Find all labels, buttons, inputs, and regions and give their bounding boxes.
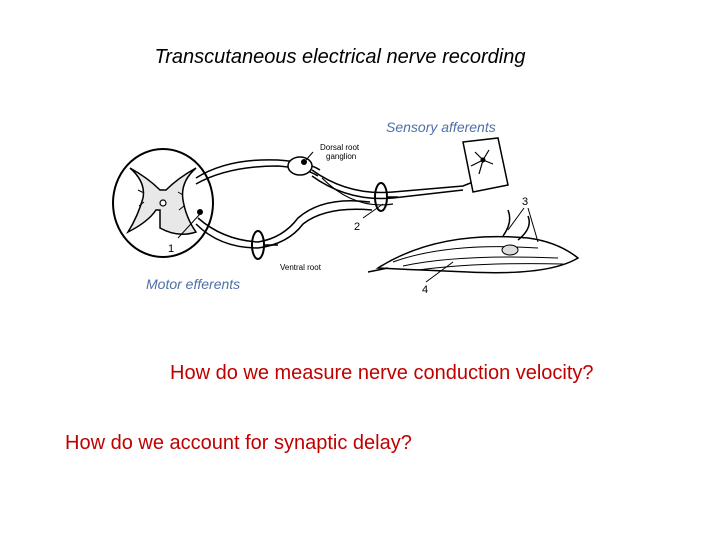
label-number-1: 1	[168, 243, 174, 255]
label-ganglion: ganglion	[326, 152, 356, 161]
muscle	[367, 209, 580, 274]
leader-lines	[177, 151, 539, 283]
sensory-afferents-label: Sensory afferents	[386, 119, 496, 135]
label-number-2: 2	[354, 221, 360, 233]
question-conduction-velocity: How do we measure nerve conduction veloc…	[170, 362, 594, 384]
label-number-3: 3	[522, 196, 528, 208]
question-synaptic-delay: How do we account for synaptic delay?	[65, 432, 412, 454]
label-number-4: 4	[422, 284, 428, 296]
motor-efferents-label: Motor efferents	[146, 276, 241, 292]
label-dorsal-root: Dorsal root	[320, 143, 360, 152]
label-ventral-root: Ventral root	[280, 263, 322, 272]
nerve-recording-diagram: Dorsal root ganglion Ventral root 1 2 3 …	[112, 137, 580, 296]
spinal-cord-section	[112, 148, 214, 258]
motor-pathway	[195, 199, 373, 260]
sensory-pathway	[195, 137, 509, 212]
slide-title: Transcutaneous electrical nerve recordin…	[154, 46, 526, 68]
